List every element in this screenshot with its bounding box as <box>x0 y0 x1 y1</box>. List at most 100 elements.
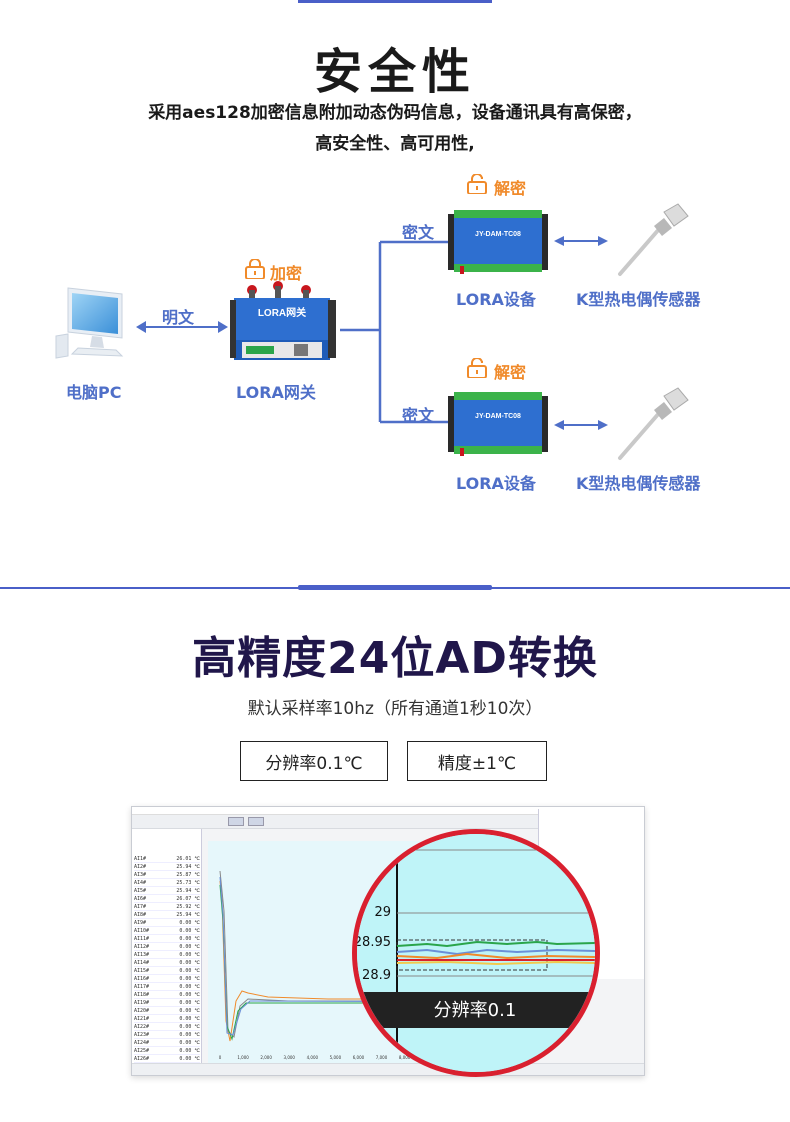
channel-row[interactable]: AI6# 26.07 ℃ <box>134 895 200 903</box>
x-tick-label: 2,000 <box>260 1055 272 1060</box>
channel-value: 0.00 ℃ <box>179 984 200 990</box>
magnifier-y-tick: 29 <box>374 905 391 920</box>
window-titlebar <box>132 807 644 815</box>
double-arrow-icon-top <box>554 236 608 246</box>
channel-row[interactable]: AI2#25.94 ℃ <box>134 863 200 871</box>
channel-row[interactable]: AI16# 0.00 ℃ <box>134 975 200 983</box>
plaintext-label: 明文 <box>162 308 195 327</box>
channel-name: AI13# <box>134 952 150 958</box>
unlock-icon <box>467 174 487 194</box>
channel-row[interactable]: AI4# 25.73 ℃ <box>134 879 200 887</box>
x-tick-label: 4,000 <box>307 1055 319 1060</box>
lock-icon <box>245 259 265 279</box>
channel-value: 26.07 ℃ <box>176 896 200 902</box>
channel-row[interactable]: AI19#0.00 ℃ <box>134 999 200 1007</box>
channel-value: 0.00 ℃ <box>179 1016 200 1022</box>
channel-row[interactable]: AI3# 25.87 ℃ <box>134 871 200 879</box>
channel-value: 0.00 ℃ <box>179 928 200 934</box>
channel-name: AI3# <box>134 872 147 878</box>
channel-value: 0.00 ℃ <box>179 1024 200 1030</box>
channel-value: 25.73 ℃ <box>176 880 200 886</box>
channel-row[interactable]: AI1#26.01 ℃ <box>134 855 200 863</box>
channel-name: AI24# <box>134 1040 150 1046</box>
channel-row[interactable]: AI7# 25.92 ℃ <box>134 903 200 911</box>
channel-row[interactable]: AI8#25.94 ℃ <box>134 911 200 919</box>
double-arrow-icon <box>136 321 228 333</box>
sensor-label-top: K型热电偶传感器 <box>576 290 701 309</box>
channel-row[interactable]: AI17# 0.00 ℃ <box>134 983 200 991</box>
channel-row[interactable]: AI14#0.00 ℃ <box>134 959 200 967</box>
channel-row[interactable]: AI5# 25.94 ℃ <box>134 887 200 895</box>
channel-value: 0.00 ℃ <box>179 920 200 926</box>
channel-value: 25.94 ℃ <box>176 864 200 870</box>
magnifier-y-tick: 28.9 <box>362 968 391 983</box>
channel-row[interactable]: AI23# 0.00 ℃ <box>134 1031 200 1039</box>
channel-name: AI22# <box>134 1024 150 1030</box>
channel-value: 0.00 ℃ <box>179 1032 200 1038</box>
channel-row[interactable]: AI22# 0.00 ℃ <box>134 1023 200 1031</box>
x-tick-label: 8,000 <box>399 1055 411 1060</box>
decrypt-label-top: 解密 <box>494 179 527 198</box>
channel-value: 0.00 ℃ <box>179 992 200 998</box>
x-tick-label: 0 <box>219 1055 222 1060</box>
channel-name: AI5# <box>134 888 147 894</box>
channel-row[interactable]: AI10# 0.00 ℃ <box>134 927 200 935</box>
status-bar <box>132 1063 644 1075</box>
channel-value: 25.87 ℃ <box>176 872 200 878</box>
channel-value: 0.00 ℃ <box>179 1048 200 1054</box>
security-subtitle-line1: 采用aes128加密信息附加动态伪码信息，设备通讯具有高保密， <box>148 103 642 123</box>
open-port-button[interactable] <box>228 817 244 826</box>
pc-label: 电脑PC <box>66 383 122 402</box>
channel-row[interactable]: AI15#0.00 ℃ <box>134 967 200 975</box>
channel-name: AI17# <box>134 984 150 990</box>
x-tick-label: 1,000 <box>237 1055 249 1060</box>
channel-row[interactable]: AI24#0.00 ℃ <box>134 1039 200 1047</box>
channel-value: 0.00 ℃ <box>179 960 200 966</box>
ciphertext-label-top: 密文 <box>402 223 435 242</box>
lora-device-top: JY-DAM-TC08 <box>448 210 548 274</box>
x-tick-label: 6,000 <box>353 1055 365 1060</box>
channel-row[interactable]: AI13#0.00 ℃ <box>134 951 200 959</box>
device-model-bottom: JY-DAM-TC08 <box>475 413 521 420</box>
channel-name: AI23# <box>134 1032 150 1038</box>
x-tick-label: 5,000 <box>330 1055 342 1060</box>
channel-name: AI6# <box>134 896 147 902</box>
channel-row[interactable]: AI12# 0.00 ℃ <box>134 943 200 951</box>
encrypt-label: 加密 <box>270 264 303 283</box>
channel-name: AI25# <box>134 1048 150 1054</box>
channel-value: 25.92 ℃ <box>176 904 200 910</box>
lora-gateway-device: LORA网关 <box>230 281 336 360</box>
channel-name: AI18# <box>134 992 150 998</box>
channel-name: AI26# <box>134 1056 150 1062</box>
channel-value: 26.01 ℃ <box>176 856 200 862</box>
lora-device-bottom: JY-DAM-TC08 <box>448 392 548 456</box>
thermocouple-sensor-icon-bottom <box>618 387 689 460</box>
channel-row[interactable]: AI18# 0.00 ℃ <box>134 991 200 999</box>
channel-row[interactable]: AI20#0.00 ℃ <box>134 1007 200 1015</box>
gateway-device-text: LORA网关 <box>258 306 306 319</box>
channel-row[interactable]: AI26# 0.00 ℃ <box>134 1055 200 1063</box>
channel-value: 0.00 ℃ <box>179 1000 200 1006</box>
channel-value: 0.00 ℃ <box>179 944 200 950</box>
magnifier-y-tick: 28.95 <box>357 935 391 950</box>
channel-row[interactable]: AI21#0.00 ℃ <box>134 1015 200 1023</box>
channel-row[interactable]: AI11#0.00 ℃ <box>134 935 200 943</box>
channel-row[interactable]: AI9#0.00 ℃ <box>134 919 200 927</box>
channel-name: AI7# <box>134 904 147 910</box>
channel-value: 25.94 ℃ <box>176 912 200 918</box>
device-model-top: JY-DAM-TC08 <box>475 231 521 238</box>
read-button[interactable] <box>248 817 264 826</box>
channel-value: 0.00 ℃ <box>179 976 200 982</box>
channel-name: AI16# <box>134 976 150 982</box>
channel-name: AI12# <box>134 944 150 950</box>
channel-name: AI4# <box>134 880 147 886</box>
channel-name: AI10# <box>134 928 150 934</box>
channel-row[interactable]: AI25# 0.00 ℃ <box>134 1047 200 1055</box>
channel-value: 0.00 ℃ <box>179 1056 200 1062</box>
channel-value: 25.94 ℃ <box>176 888 200 894</box>
gateway-label: LORA网关 <box>236 383 316 402</box>
